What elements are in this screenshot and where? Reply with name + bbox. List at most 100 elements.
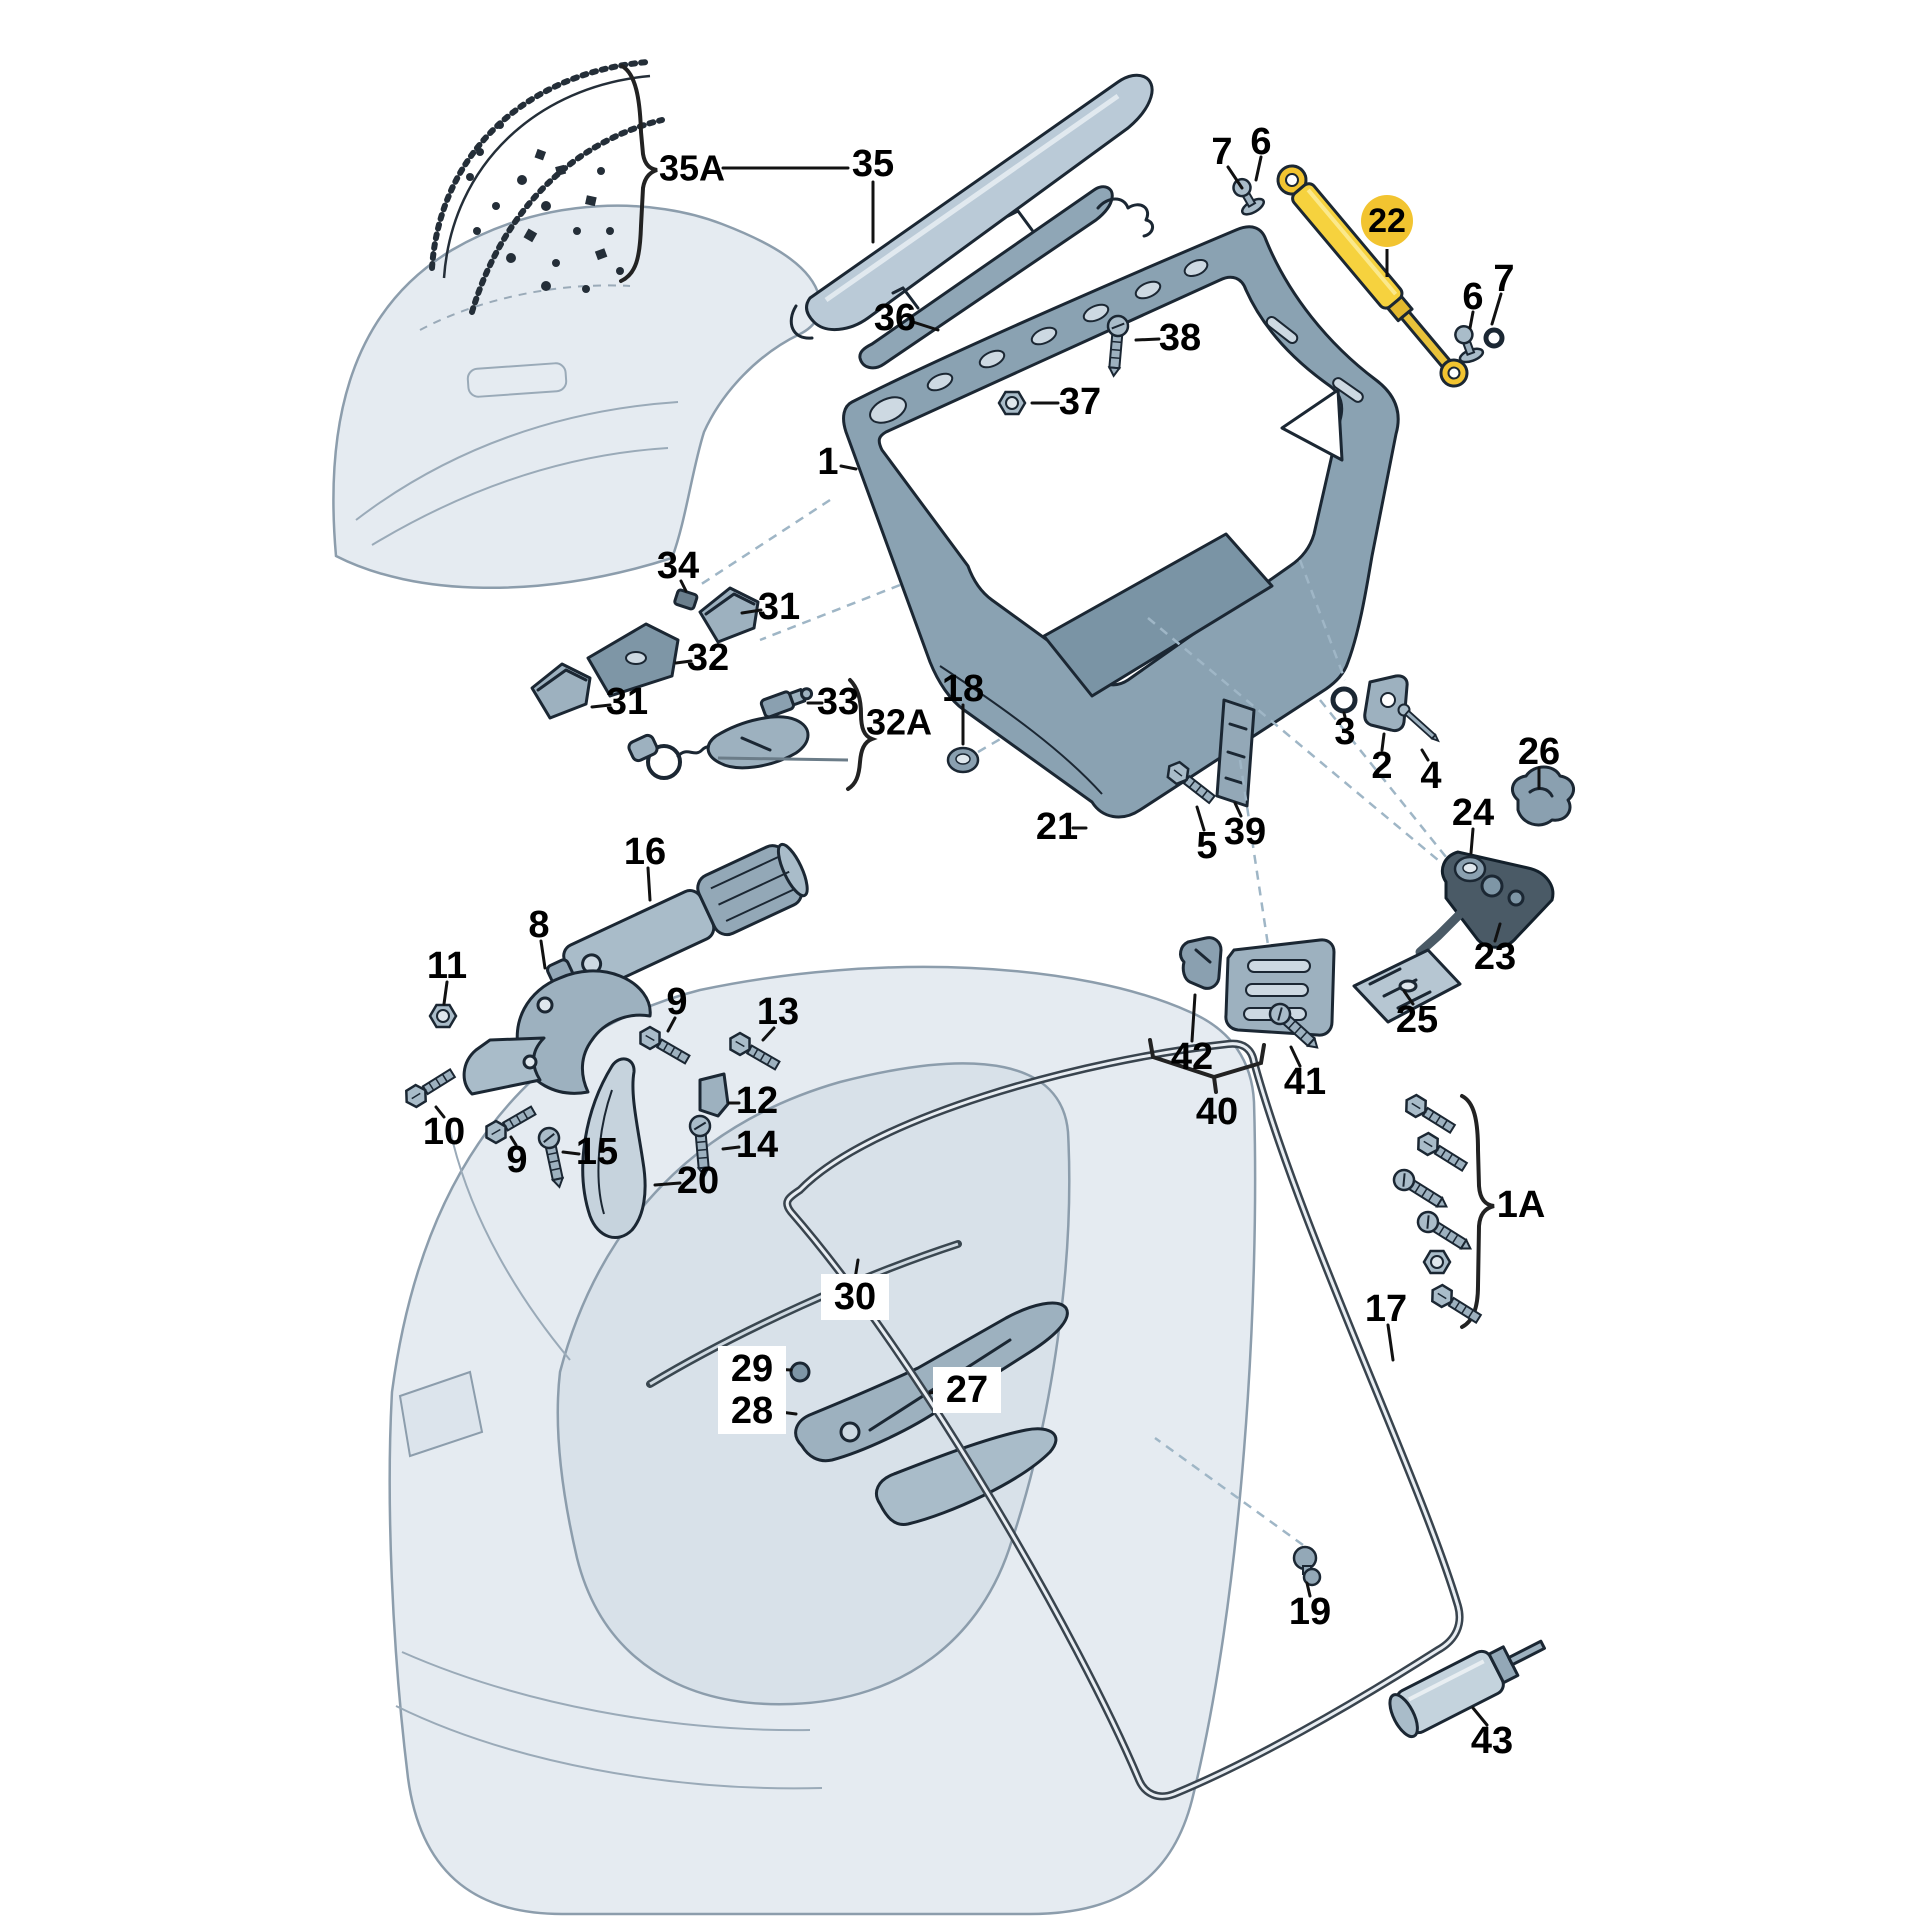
svg-text:20: 20 xyxy=(677,1160,719,1202)
hardware-nut-5 xyxy=(428,1003,458,1029)
group-brackets xyxy=(1148,1038,1495,1329)
part-label-17-42: 17 xyxy=(1365,1288,1407,1362)
sensor-33 xyxy=(759,687,814,719)
part-label-19-47: 19 xyxy=(1289,1581,1331,1633)
svg-text:38: 38 xyxy=(1159,317,1201,359)
hardware-glyphs xyxy=(405,177,1505,1587)
ball-29 xyxy=(789,1361,811,1383)
part-label-28-45: 28 xyxy=(718,1388,798,1434)
assembly-dashed-lines xyxy=(699,498,1451,1547)
part-label-38-4: 38 xyxy=(1134,317,1201,359)
part-label-5-29: 5 xyxy=(1195,805,1218,867)
clip-42 xyxy=(1179,936,1223,990)
svg-text:14: 14 xyxy=(736,1124,778,1166)
part-label-20-26: 20 xyxy=(653,1160,719,1202)
svg-text:35A: 35A xyxy=(659,148,725,189)
part-label-14-25: 14 xyxy=(721,1124,778,1166)
part-label-32-12: 32 xyxy=(674,637,729,679)
svg-text:36: 36 xyxy=(874,297,916,339)
wedge-31a xyxy=(698,586,760,644)
part-label-36-2: 36 xyxy=(874,297,940,339)
hardware-screw-15 xyxy=(537,1126,565,1189)
hardware-ballstud-1 xyxy=(1454,324,1485,364)
part-label-8-17: 8 xyxy=(528,904,550,970)
part-label-13-20: 13 xyxy=(757,991,799,1042)
part-label-9-19: 9 xyxy=(666,981,688,1033)
taillight-cutout xyxy=(1280,388,1344,462)
part-label-34-10: 34 xyxy=(657,545,699,593)
mounting-plate-40 xyxy=(1224,938,1336,1037)
part-label-21-28: 21 xyxy=(1036,806,1088,848)
svg-text:13: 13 xyxy=(757,991,799,1033)
hardware-bolt-11 xyxy=(639,1025,691,1065)
svg-text:7: 7 xyxy=(1493,258,1514,300)
highlighted-part-badge-22[interactable]: 22 xyxy=(1361,195,1413,277)
part-label-15-23: 15 xyxy=(561,1131,618,1173)
hardware-bolt-13 xyxy=(405,1068,457,1109)
hardware-pin-9 xyxy=(1397,703,1440,743)
svg-text:1A: 1A xyxy=(1497,1184,1546,1226)
hardware-bolt-24 xyxy=(1431,1283,1483,1324)
part-label-9-22: 9 xyxy=(506,1135,528,1181)
svg-text:27: 27 xyxy=(946,1369,988,1411)
hardware-bolt-20 xyxy=(1417,1131,1469,1172)
svg-text:8: 8 xyxy=(528,904,549,946)
hatch-seal-17 xyxy=(783,1039,1464,1801)
hardware-bolt-10 xyxy=(1166,760,1217,805)
svg-text:17: 17 xyxy=(1365,1288,1407,1330)
svg-text:34: 34 xyxy=(657,545,699,587)
part-label-43-48: 43 xyxy=(1471,1706,1513,1762)
svg-text:28: 28 xyxy=(731,1390,773,1432)
wedge-31b xyxy=(530,662,592,720)
part-label-1-9: 1 xyxy=(817,441,858,483)
svg-text:37: 37 xyxy=(1059,381,1101,423)
part-label-16-16: 16 xyxy=(624,831,666,902)
hardware-ring-2 xyxy=(1483,327,1505,349)
bracket-1a xyxy=(1460,1094,1495,1329)
svg-text:1: 1 xyxy=(817,441,838,483)
part-label-11-18: 11 xyxy=(427,945,467,1006)
svg-text:40: 40 xyxy=(1196,1091,1238,1133)
key-ring xyxy=(646,744,682,780)
svg-text:30: 30 xyxy=(834,1276,876,1318)
part-label-24-35: 24 xyxy=(1452,792,1494,855)
hardware-nut-23 xyxy=(1422,1249,1452,1275)
part-label-18-27: 18 xyxy=(942,668,984,746)
svg-text:7: 7 xyxy=(1211,131,1232,173)
seal-strip-35a xyxy=(429,59,665,315)
hardware-grommet-6 xyxy=(946,746,980,774)
body-latch-group xyxy=(646,1240,1069,1526)
svg-text:29: 29 xyxy=(731,1348,773,1390)
part-label-27-46: 27 xyxy=(928,1367,1001,1413)
hardware-screw-3 xyxy=(1106,314,1130,378)
hardware-screw-17 xyxy=(1268,1002,1319,1049)
part-label-6-6: 6 xyxy=(1250,121,1272,182)
part-label-30-43: 30 xyxy=(821,1258,889,1320)
svg-text:6: 6 xyxy=(1462,276,1483,318)
svg-text:4: 4 xyxy=(1420,755,1441,797)
hardware-bolt-14 xyxy=(485,1105,537,1145)
clip-34 xyxy=(673,588,699,611)
svg-text:24: 24 xyxy=(1452,792,1494,834)
svg-text:12: 12 xyxy=(736,1080,778,1122)
spoiler-35 xyxy=(789,73,1154,340)
part-label-31-13: 31 xyxy=(590,681,648,723)
hardware-screw-16 xyxy=(688,1114,712,1178)
sealant-tube-43 xyxy=(1388,1639,1546,1739)
hardware-bolt-19 xyxy=(1405,1093,1457,1134)
part-label-35-1: 35 xyxy=(852,143,894,244)
hardware-ballstud-0 xyxy=(1232,177,1265,216)
part-label-32A-15: 32A xyxy=(866,702,932,743)
svg-text:31: 31 xyxy=(606,681,648,723)
fastener-dots xyxy=(466,121,624,293)
hook-26 xyxy=(1510,765,1576,827)
part-label-31-11: 31 xyxy=(740,586,800,628)
svg-text:16: 16 xyxy=(624,831,666,873)
svg-text:10: 10 xyxy=(423,1111,465,1153)
bracket-12 xyxy=(698,1072,730,1118)
svg-text:15: 15 xyxy=(576,1131,618,1173)
hardware-bolt-12 xyxy=(729,1031,781,1071)
svg-text:3: 3 xyxy=(1334,711,1355,753)
svg-text:19: 19 xyxy=(1289,1591,1331,1633)
